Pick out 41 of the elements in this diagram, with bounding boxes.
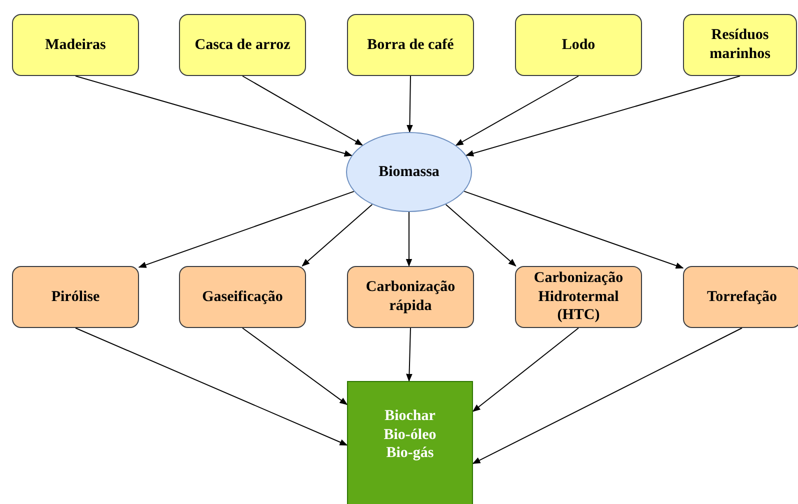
- node-label: Madeiras: [45, 36, 106, 54]
- source-box: [347, 14, 474, 76]
- process-box: [12, 266, 139, 328]
- process-box: [683, 266, 798, 328]
- node-label: Biomassa: [378, 162, 440, 182]
- node-label: Resíduos marinhos: [708, 26, 772, 64]
- node-label: Casca de arroz: [194, 36, 290, 54]
- arrow: [302, 204, 373, 267]
- arrow: [472, 328, 579, 412]
- arrow: [455, 76, 579, 146]
- arrow: [445, 204, 516, 267]
- process-box: [515, 266, 642, 328]
- process-box: [347, 266, 474, 328]
- product-box: [347, 381, 473, 504]
- biomass-ellipse: [346, 132, 472, 212]
- arrow: [466, 76, 740, 156]
- process-box: [179, 266, 306, 328]
- arrow: [406, 212, 412, 267]
- source-box: [515, 14, 642, 76]
- node-label: Carbonização rápida: [364, 278, 456, 316]
- arrow: [75, 76, 352, 157]
- arrow: [406, 328, 412, 382]
- arrow: [472, 328, 742, 464]
- node-label: Pirólise: [51, 288, 100, 306]
- node-label: Bio-gás: [386, 444, 434, 464]
- node-label: Biochar: [384, 406, 436, 426]
- arrow: [242, 328, 348, 406]
- source-box: [12, 14, 139, 76]
- arrow: [464, 190, 684, 269]
- arrow: [75, 328, 348, 446]
- arrow: [242, 76, 364, 146]
- source-box: [179, 14, 306, 76]
- node-label: Lodo: [562, 36, 596, 54]
- node-label: Carbonização Hidrotermal (HTC): [532, 268, 624, 326]
- node-label: Gaseificação: [202, 288, 283, 306]
- source-box: [683, 14, 797, 76]
- node-label: Bio-óleo: [384, 426, 436, 444]
- node-label: Borra de café: [367, 36, 454, 54]
- node-label: Torrefação: [707, 288, 777, 306]
- arrow: [406, 76, 413, 133]
- arrow: [138, 190, 354, 268]
